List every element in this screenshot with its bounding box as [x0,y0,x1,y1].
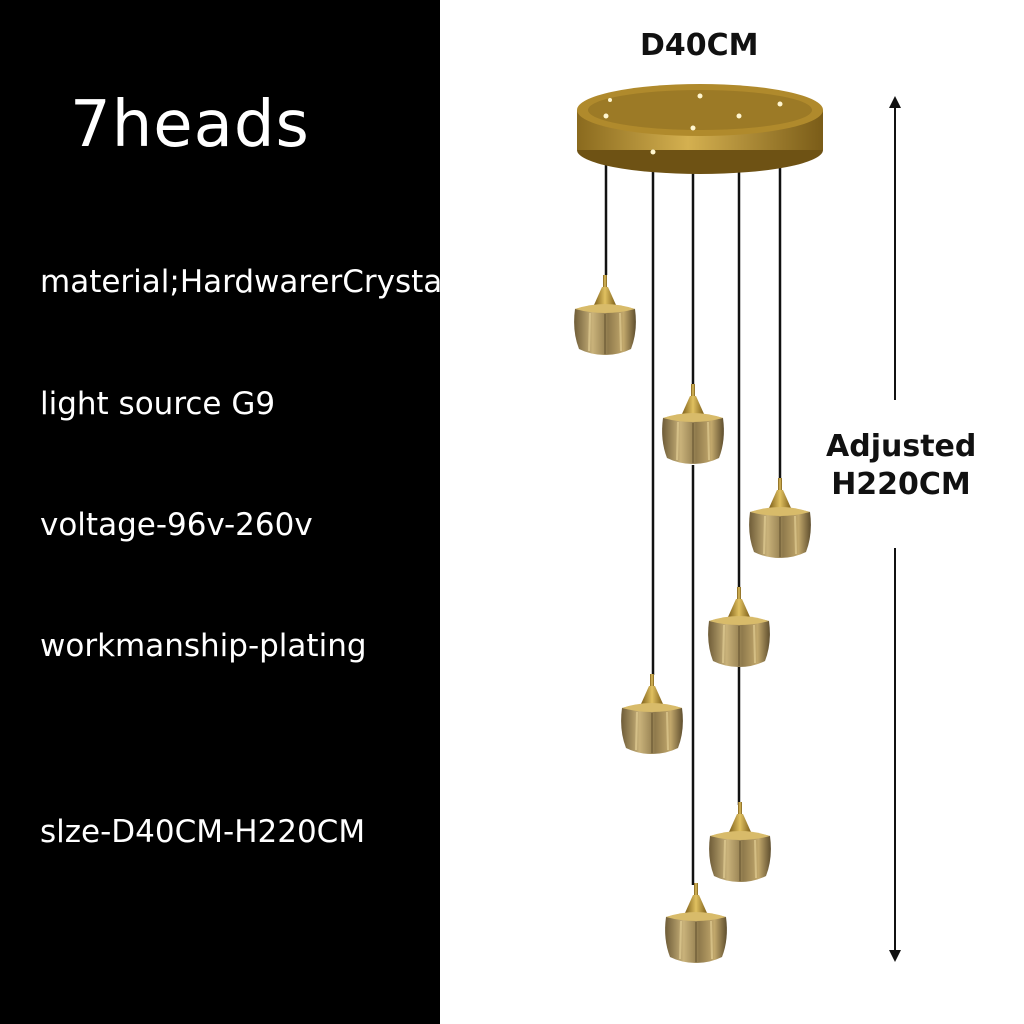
pendant-light-4 [707,586,771,668]
pendant-light-5 [620,673,684,755]
arrow-down-icon [889,950,901,962]
pendant-cords [604,110,782,885]
pendant-light-7 [664,882,728,964]
heads-count-title: 7heads [70,88,310,162]
spec-workmanship: workmanship-plating [40,628,367,664]
diameter-label: D40CM [640,28,759,63]
height-label: Adjusted H220CM [826,428,976,504]
spec-voltage: voltage-96v-260v [40,507,313,543]
spec-light-source: light source G9 [40,386,276,422]
spec-size: slze-D40CM-H220CM [40,814,366,850]
height-label-line1: Adjusted [826,429,977,464]
pendant-light-2 [661,383,725,465]
spec-material: material;HardwarerCrystal [40,264,451,300]
height-label-line2: H220CM [831,467,971,502]
spec-panel [0,0,440,1024]
ceiling-canopy [577,84,823,174]
pendant-light-1 [573,274,637,356]
arrow-up-icon [889,96,901,108]
pendant-light-3 [748,477,812,559]
pendant-light-6 [708,801,772,883]
